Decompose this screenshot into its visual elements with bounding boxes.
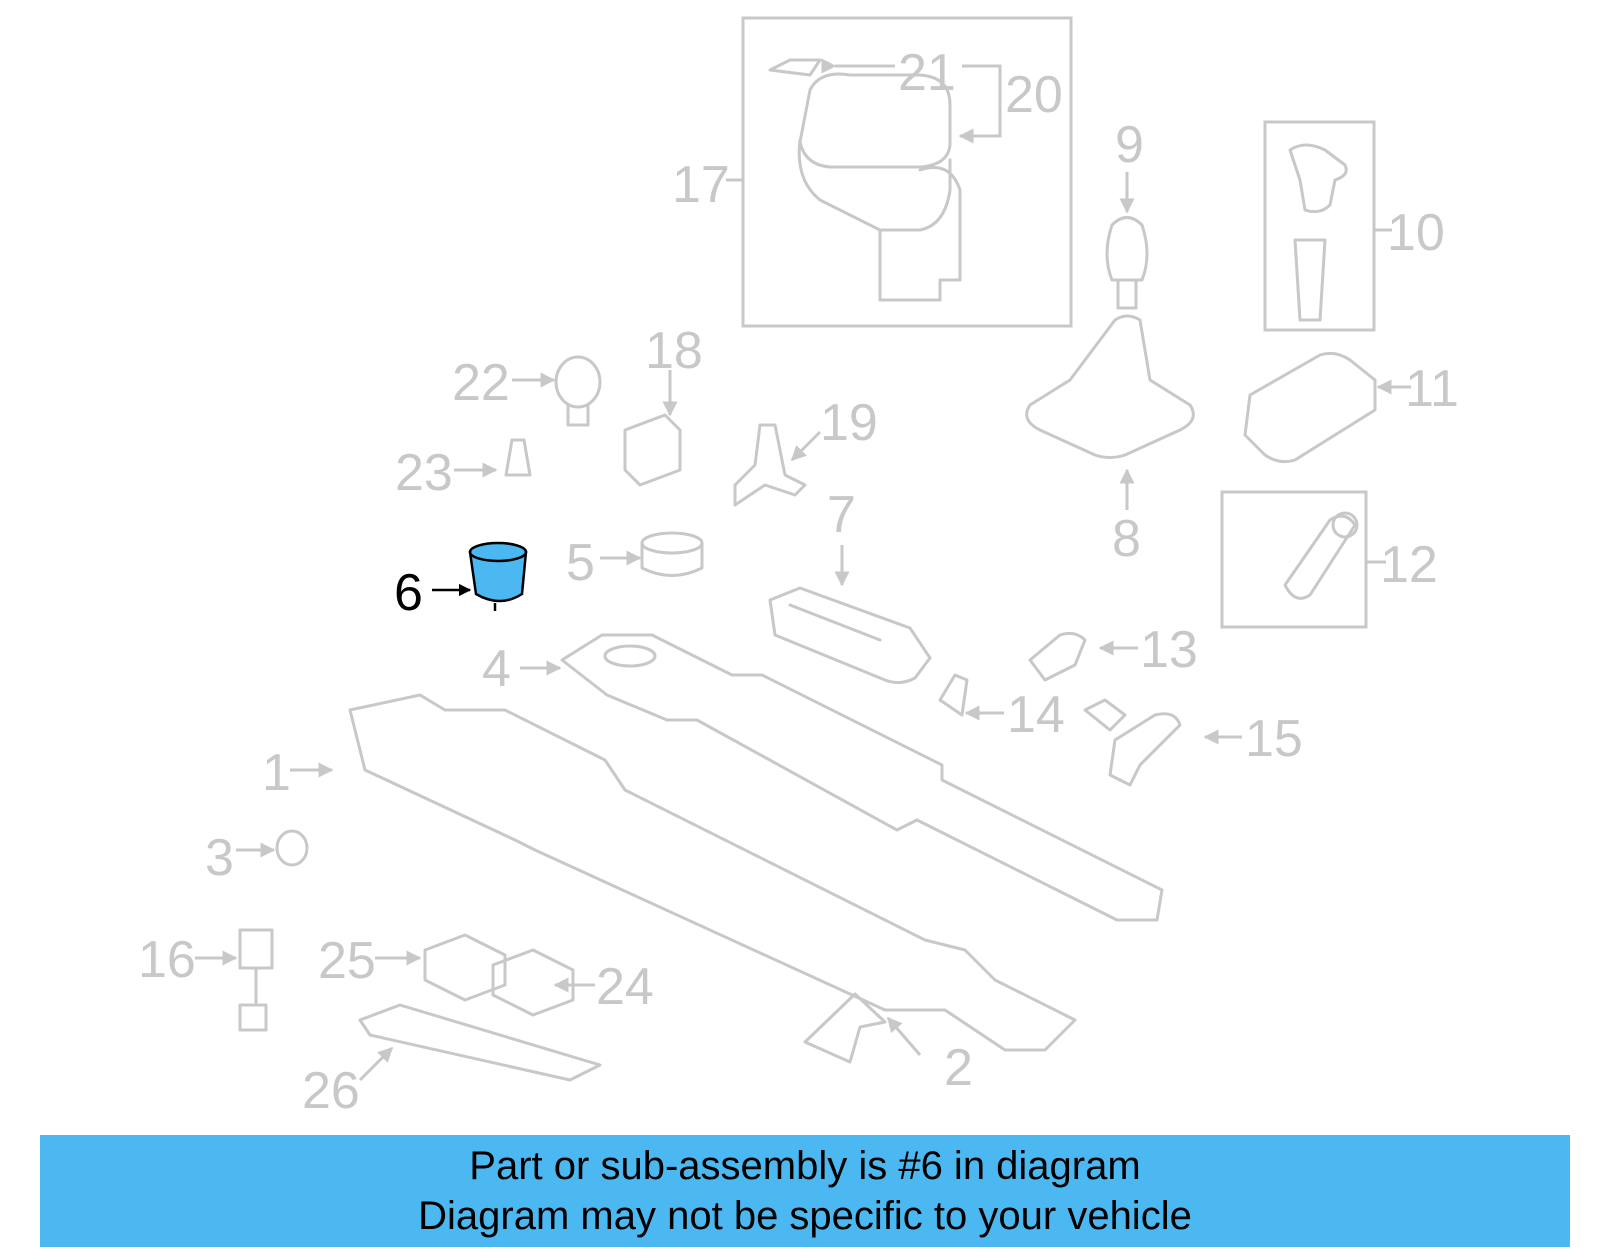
callout-22: 22: [452, 354, 510, 412]
banner-line-part-number: Part or sub-assembly is #6 in diagram: [469, 1144, 1141, 1188]
callout-19: 19: [820, 394, 878, 452]
callout-26: 26: [302, 1062, 360, 1120]
callout-16: 16: [138, 931, 196, 989]
callout-18: 18: [645, 322, 703, 380]
part-4-console-trim: [520, 633, 1164, 922]
callout-8: 8: [1112, 510, 1141, 568]
callout-24: 24: [596, 958, 654, 1016]
callout-17: 17: [672, 156, 730, 214]
part-24-switch: [491, 948, 595, 1017]
part-6-cup-holder[interactable]: [432, 541, 528, 611]
callout-3: 3: [205, 829, 234, 887]
callout-15: 15: [1245, 710, 1303, 768]
callout-2: 2: [944, 1039, 973, 1097]
part-14-plug: [938, 673, 1004, 721]
callout-5: 5: [566, 534, 595, 592]
part-9-shift-knob: [1105, 172, 1149, 310]
callout-13: 13: [1140, 621, 1198, 679]
callout-6[interactable]: 6: [394, 564, 423, 622]
part-5-cup-ring: [600, 531, 704, 577]
part-22-cap: [512, 355, 602, 427]
callout-4: 4: [482, 640, 511, 698]
part-1-console: [290, 693, 1077, 1052]
part-8-shift-boot: [1025, 314, 1195, 510]
armrest-assembly: [726, 16, 1073, 328]
callout-23: 23: [395, 444, 453, 502]
part-18-switch: [623, 370, 682, 487]
callout-21: 21: [898, 44, 956, 102]
callout-12: 12: [1380, 536, 1438, 594]
part-13-socket: [1028, 631, 1138, 682]
armrest-group-box: [741, 16, 1073, 328]
callout-10: 10: [1387, 204, 1445, 262]
callout-labels: 1 2 3 4 5 6 7 8 9 10 11 12 13 14 15 16 1…: [138, 44, 1459, 1120]
part-3-clip: [236, 829, 309, 867]
part-10-shift-lever-kit: [1263, 120, 1392, 332]
part-19-bracket: [733, 423, 822, 507]
part-23-plug: [454, 438, 532, 478]
info-banner: Part or sub-assembly is #6 in diagram Di…: [40, 1135, 1570, 1247]
callout-14: 14: [1007, 686, 1065, 744]
callout-7: 7: [827, 486, 856, 544]
part-2-trim-piece: [803, 992, 922, 1064]
callout-20: 20: [1005, 66, 1063, 124]
part-12-lighter-socket: [1220, 490, 1386, 629]
callout-9: 9: [1115, 116, 1144, 174]
callout-1: 1: [262, 744, 291, 802]
banner-line-disclaimer: Diagram may not be specific to your vehi…: [418, 1194, 1192, 1238]
part-26-switch-panel: [358, 1003, 602, 1082]
part-16-switch-harness: [195, 928, 274, 1032]
callout-11: 11: [1405, 360, 1459, 418]
part-11-shift-plate: [1243, 351, 1411, 464]
callout-25: 25: [318, 932, 376, 990]
part-15-socket-assembly: [1083, 698, 1242, 787]
part-7-tray: [768, 545, 932, 685]
part-25-switch: [375, 933, 507, 1002]
